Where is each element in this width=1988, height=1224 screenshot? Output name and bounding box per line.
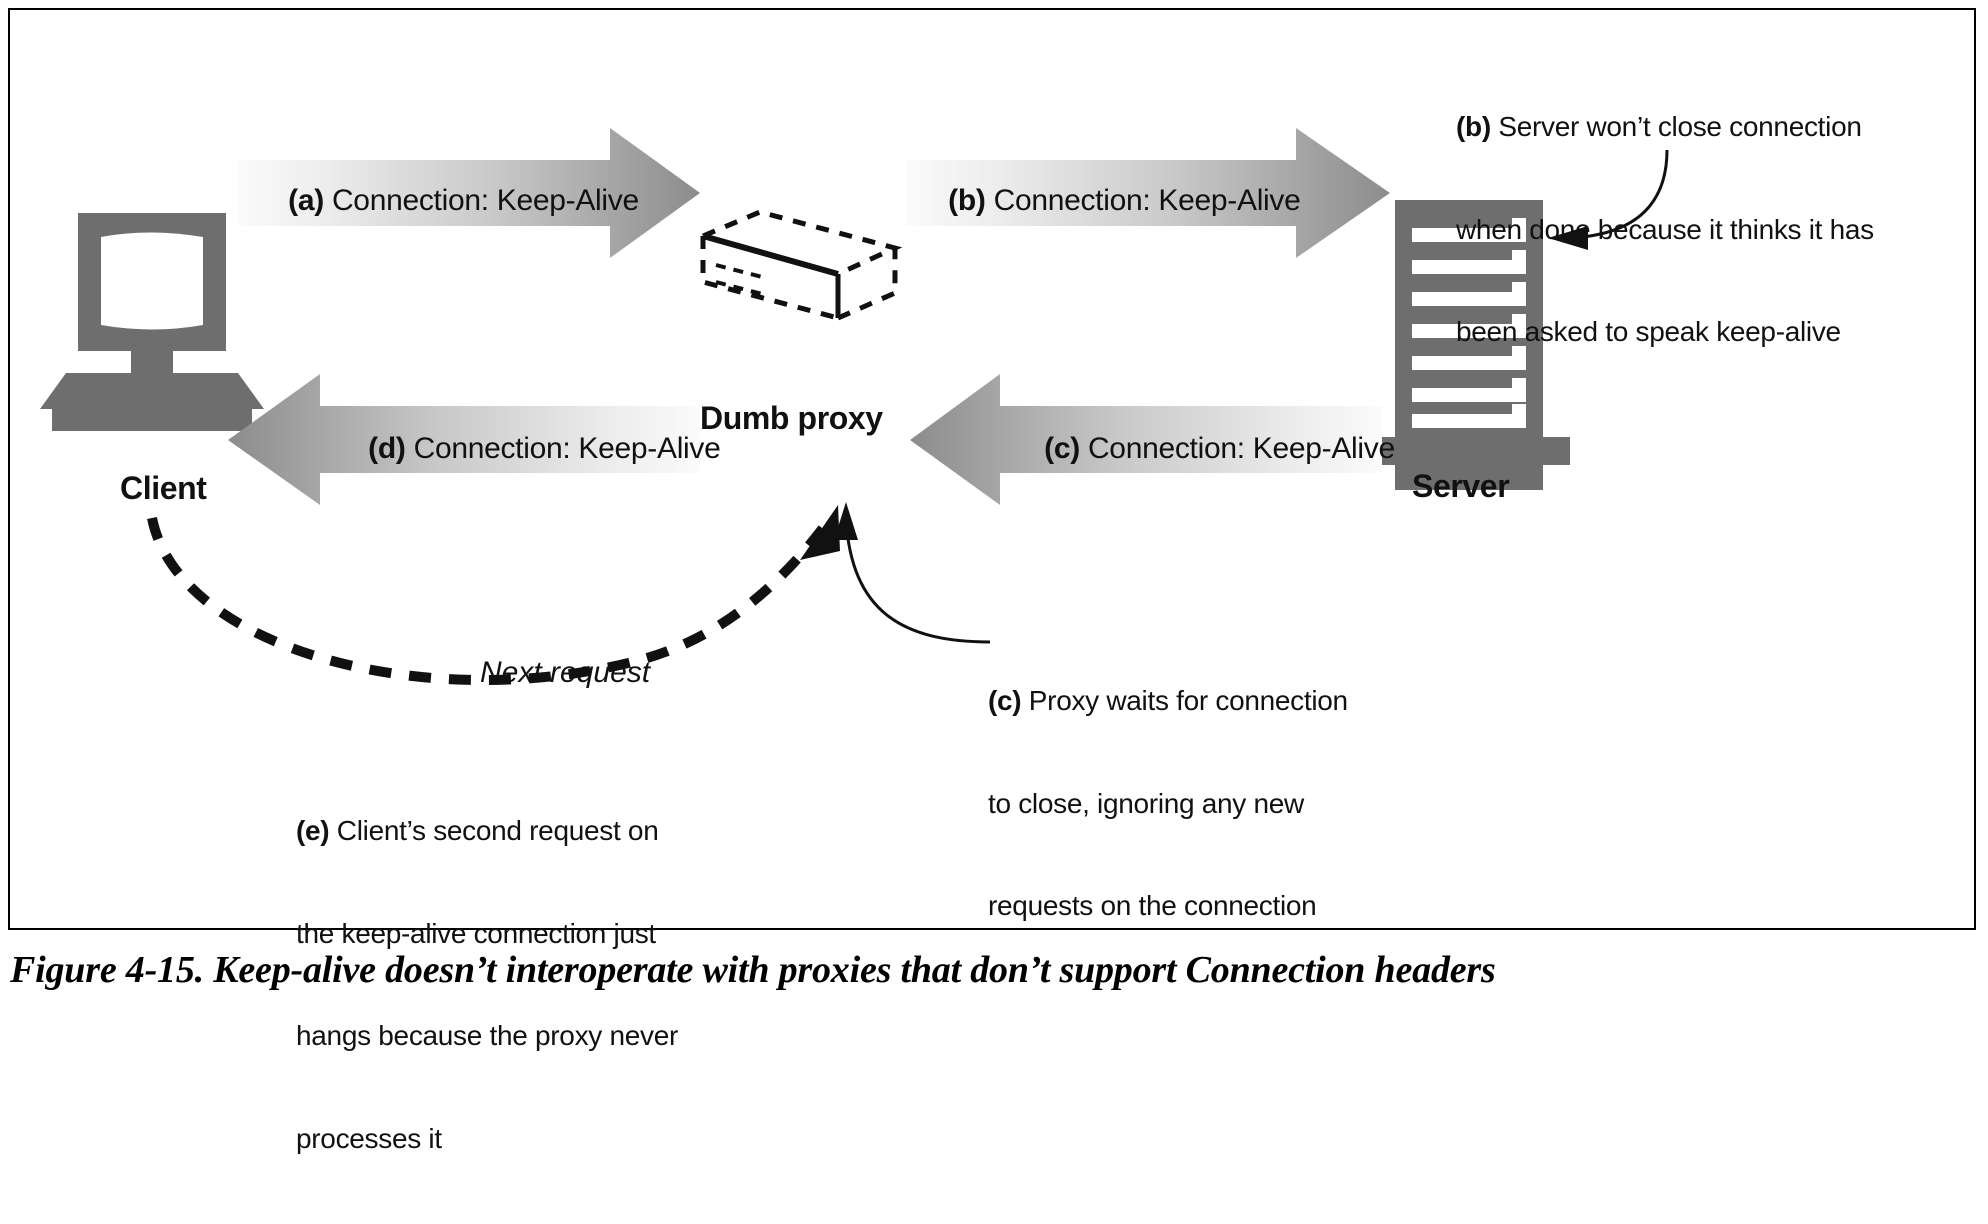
note-b-line-3: been asked to speak keep-alive bbox=[1456, 316, 1841, 348]
flow-text-d: Connection: Keep-Alive bbox=[405, 432, 721, 466]
note-b-line-1: (b) Server won’t close connection bbox=[1456, 110, 1956, 144]
node-label-server: Server bbox=[1412, 468, 1510, 504]
note-e-line-3: hangs because the proxy never bbox=[296, 1020, 679, 1052]
flow-arrow-d bbox=[228, 374, 700, 505]
note-c-line-1: (c) Proxy waits for connection bbox=[988, 684, 1428, 718]
network-appliance-box-icon bbox=[695, 209, 903, 322]
flow-marker-c: (c) bbox=[1044, 432, 1080, 466]
flow-text-b: Connection: Keep-Alive bbox=[985, 184, 1301, 218]
flow-marker-d: (d) bbox=[368, 432, 406, 466]
flow-text-a: Connection: Keep-Alive bbox=[323, 184, 639, 218]
note-e-line-2: the keep-alive connection just bbox=[296, 917, 656, 949]
flow-marker-a: (a) bbox=[288, 184, 324, 218]
node-label-proxy: Dumb proxy bbox=[700, 400, 883, 436]
note-c-marker: (c) bbox=[988, 685, 1022, 717]
note-b: (b) Server won’t close connection when d… bbox=[1456, 42, 1956, 418]
note-c-text-1: Proxy waits for connection bbox=[1021, 685, 1348, 717]
note-b-text-1: Server won’t close connection bbox=[1490, 111, 1862, 143]
note-b-leader-line bbox=[1548, 149, 1669, 250]
flow-arrow-a bbox=[238, 128, 700, 258]
note-c-leader-line bbox=[834, 502, 991, 644]
flow-text-c: Connection: Keep-Alive bbox=[1079, 432, 1395, 466]
flow-arrow-b bbox=[906, 128, 1390, 258]
flow-label-c: (c) Connection: Keep-Alive bbox=[1012, 396, 1395, 502]
flow-arrow-c bbox=[910, 374, 1382, 505]
desktop-computer-icon bbox=[40, 213, 264, 431]
note-c-line-3: requests on the connection bbox=[988, 890, 1317, 922]
note-e-line-1: (e) Client’s second request on bbox=[296, 814, 766, 848]
flow-label-d: (d) Connection: Keep-Alive bbox=[336, 396, 721, 502]
figure-caption: Figure 4-15. Keep-alive doesn’t interope… bbox=[10, 949, 1496, 991]
node-label-client: Client bbox=[120, 470, 207, 506]
note-b-marker: (b) bbox=[1456, 111, 1491, 143]
note-e-marker: (e) bbox=[296, 815, 330, 847]
note-b-line-2: when done because it thinks it has bbox=[1456, 213, 1874, 245]
figure-root: (a) Connection: Keep-Alive (b) Connectio… bbox=[8, 8, 1976, 1154]
diagram-canvas bbox=[40, 128, 1669, 686]
flow-label-a: (a) Connection: Keep-Alive bbox=[256, 148, 639, 254]
flow-label-b: (b) Connection: Keep-Alive bbox=[916, 148, 1301, 254]
note-c-line-2: to close, ignoring any new bbox=[988, 787, 1304, 819]
note-c: (c) Proxy waits for connection to close,… bbox=[988, 616, 1428, 992]
note-e-line-4: processes it bbox=[296, 1122, 442, 1154]
server-tower-icon bbox=[1368, 200, 1570, 490]
flow-marker-b: (b) bbox=[948, 184, 986, 218]
next-request-dashed-arrow bbox=[147, 505, 840, 686]
note-e-text-1: Client’s second request on bbox=[329, 815, 659, 847]
next-request-label: Next request bbox=[480, 656, 651, 689]
